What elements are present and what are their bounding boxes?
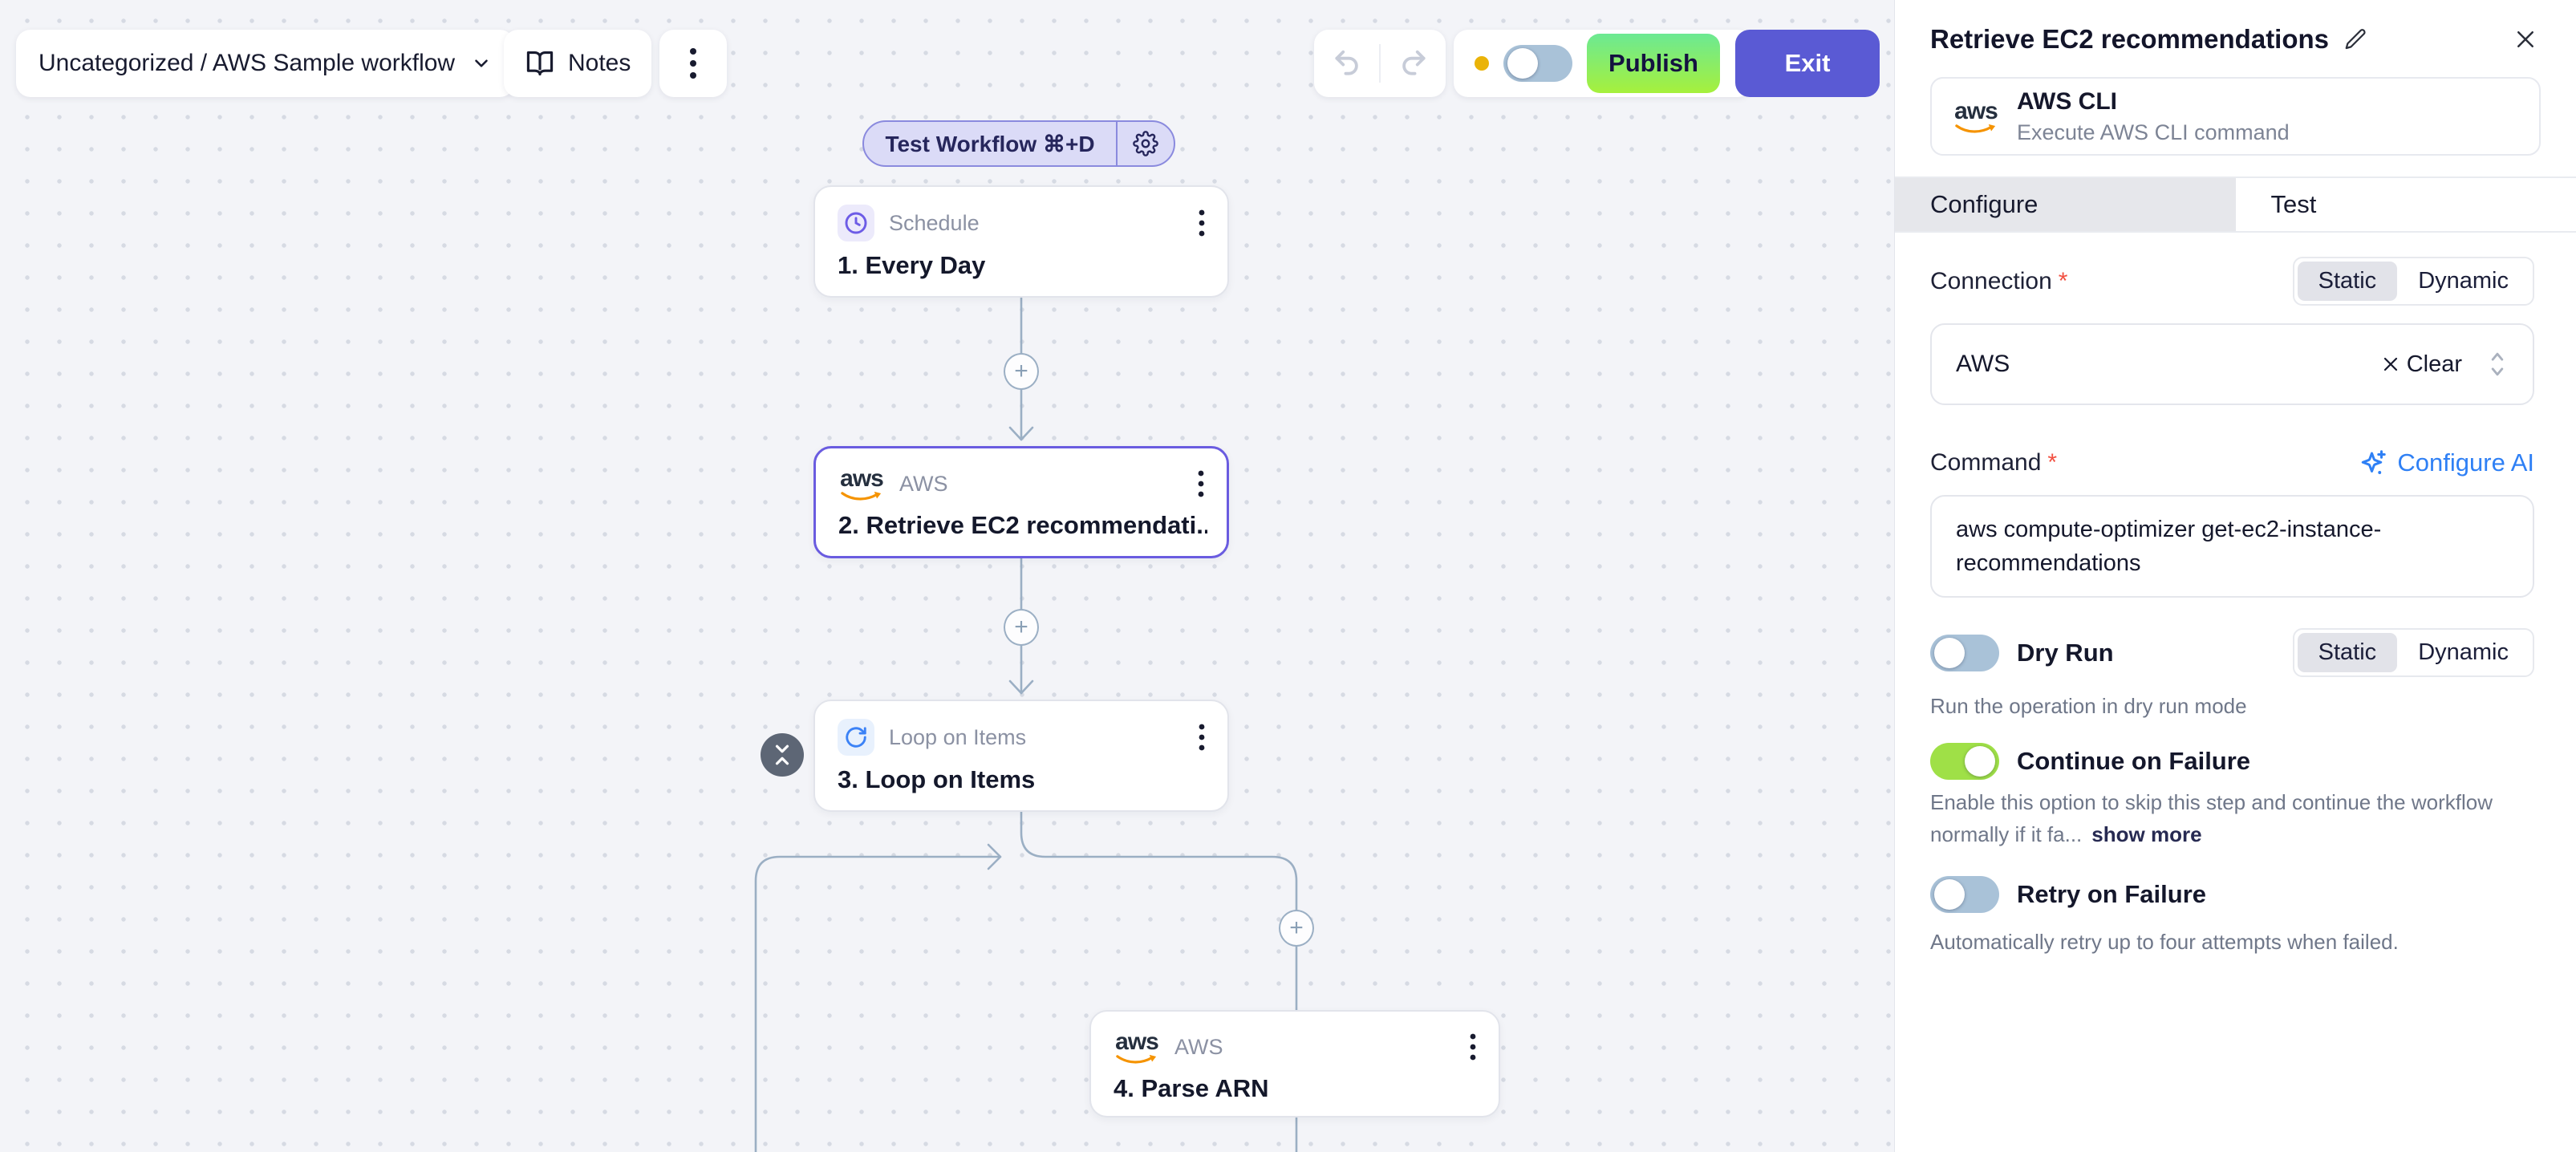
command-input[interactable]: aws compute-optimizer get-ec2-instance-r… bbox=[1930, 495, 2534, 598]
toggle-knob bbox=[1934, 637, 1965, 668]
gear-icon bbox=[1133, 131, 1158, 156]
connection-label: Connection bbox=[1930, 267, 2052, 294]
node-title: 2. Retrieve EC2 recommendati... bbox=[838, 511, 1207, 539]
node-menu-button[interactable] bbox=[1466, 1029, 1479, 1065]
retry-on-failure-toggle[interactable] bbox=[1930, 876, 1999, 913]
book-icon bbox=[526, 51, 554, 76]
flow-enabled-toggle[interactable] bbox=[1503, 45, 1572, 82]
workflow-edges bbox=[754, 296, 1298, 1152]
node-app-label: AWS bbox=[899, 471, 948, 496]
continue-on-failure-description: Enable this option to skip this step and… bbox=[1930, 790, 2493, 846]
panel-tabs: Configure Test bbox=[1895, 176, 2576, 233]
add-step-button[interactable]: + bbox=[1004, 609, 1039, 646]
add-step-button[interactable]: + bbox=[1279, 910, 1314, 947]
node-menu-button[interactable] bbox=[1195, 466, 1207, 501]
node-title: 1. Every Day bbox=[838, 251, 986, 279]
dry-run-label: Dry Run bbox=[2017, 638, 2114, 667]
loop-icon bbox=[838, 719, 874, 756]
test-workflow-button[interactable]: Test Workflow ⌘+D bbox=[862, 120, 1175, 167]
workflow-node-loop[interactable]: Loop on Items 3. Loop on Items bbox=[813, 700, 1229, 812]
close-panel-button[interactable] bbox=[2510, 24, 2541, 55]
required-mark: * bbox=[2047, 449, 2058, 476]
toggle-knob bbox=[1965, 746, 1995, 777]
connection-select[interactable]: AWS Clear bbox=[1930, 323, 2534, 405]
node-app-label: Schedule bbox=[889, 210, 980, 235]
add-step-button[interactable]: + bbox=[1004, 353, 1039, 390]
node-title: 3. Loop on Items bbox=[838, 765, 1036, 793]
pencil-icon bbox=[2345, 29, 2366, 50]
static-option[interactable]: Static bbox=[2297, 262, 2398, 301]
piece-description: Execute AWS CLI command bbox=[2017, 120, 2290, 144]
node-title: 4. Parse ARN bbox=[1114, 1074, 1269, 1102]
dry-run-mode-switch: Static Dynamic bbox=[2292, 628, 2534, 677]
tab-configure[interactable]: Configure bbox=[1895, 178, 2236, 231]
collapse-loop-button[interactable] bbox=[761, 733, 804, 777]
collapse-icon bbox=[775, 744, 789, 765]
piece-name: AWS CLI bbox=[2017, 87, 2117, 115]
connection-value: AWS bbox=[1956, 351, 2010, 377]
workflow-node-parse-arn[interactable]: aws AWS 4. Parse ARN bbox=[1089, 1010, 1500, 1118]
publish-group: Publish bbox=[1454, 30, 1752, 97]
rename-step-button[interactable] bbox=[2343, 27, 2367, 51]
retry-on-failure-label: Retry on Failure bbox=[2017, 880, 2206, 908]
step-settings-panel: Retrieve EC2 recommendations aws AWS CLI… bbox=[1894, 0, 2576, 1152]
connection-mode-switch: Static Dynamic bbox=[2292, 257, 2534, 306]
history-controls bbox=[1314, 30, 1446, 97]
notes-button[interactable]: Notes bbox=[504, 30, 652, 97]
undo-icon bbox=[1334, 50, 1358, 75]
breadcrumb[interactable]: Uncategorized / AWS Sample workflow bbox=[16, 30, 515, 97]
x-icon bbox=[2383, 357, 2397, 371]
chevron-down-icon bbox=[475, 59, 488, 67]
test-workflow-label: Test Workflow ⌘+D bbox=[885, 131, 1095, 156]
divider bbox=[1379, 44, 1381, 83]
tab-test[interactable]: Test bbox=[2270, 190, 2317, 218]
node-app-label: Loop on Items bbox=[889, 724, 1027, 749]
show-more-link[interactable]: show more bbox=[2091, 822, 2202, 846]
breadcrumb-label: Uncategorized / AWS Sample workflow bbox=[39, 50, 456, 76]
undo-button[interactable] bbox=[1314, 30, 1379, 97]
aws-logo-icon: aws bbox=[1953, 99, 1999, 134]
aws-logo-icon: aws bbox=[1114, 1029, 1160, 1065]
redo-button[interactable] bbox=[1381, 30, 1446, 97]
publish-button[interactable]: Publish bbox=[1587, 34, 1720, 93]
chevron-up-down-icon bbox=[2486, 347, 2509, 381]
kebab-menu-icon bbox=[1470, 1033, 1476, 1061]
more-options-button[interactable] bbox=[659, 30, 727, 97]
dynamic-option[interactable]: Dynamic bbox=[2418, 639, 2509, 665]
exit-button[interactable]: Exit bbox=[1735, 30, 1880, 97]
toggle-knob bbox=[1934, 879, 1965, 910]
node-menu-button[interactable] bbox=[1195, 205, 1208, 241]
continue-on-failure-toggle[interactable] bbox=[1930, 743, 1999, 780]
piece-info-card: aws AWS CLI Execute AWS CLI command bbox=[1930, 77, 2541, 156]
kebab-menu-icon bbox=[1199, 209, 1205, 237]
clock-icon bbox=[838, 205, 874, 241]
clear-connection-button[interactable]: Clear bbox=[2381, 351, 2462, 378]
unsaved-changes-dot bbox=[1475, 56, 1489, 71]
notes-label: Notes bbox=[568, 50, 631, 76]
workflow-node-retrieve-ec2[interactable]: aws AWS 2. Retrieve EC2 recommendati... bbox=[813, 446, 1229, 558]
toggle-knob bbox=[1507, 48, 1538, 79]
dry-run-toggle[interactable] bbox=[1930, 634, 1999, 671]
continue-on-failure-label: Continue on Failure bbox=[2017, 747, 2251, 775]
kebab-menu-icon bbox=[1198, 470, 1204, 497]
aws-logo-icon: aws bbox=[838, 466, 885, 501]
workflow-node-schedule[interactable]: Schedule 1. Every Day bbox=[813, 185, 1229, 298]
workflow-canvas[interactable]: Uncategorized / AWS Sample workflow Note… bbox=[0, 0, 1894, 1152]
test-settings-button[interactable] bbox=[1116, 122, 1174, 165]
required-mark: * bbox=[2058, 267, 2068, 294]
dry-run-caption: Run the operation in dry run mode bbox=[1930, 694, 2247, 718]
command-label: Command bbox=[1930, 449, 2042, 476]
redo-icon bbox=[1402, 50, 1426, 75]
configure-ai-button[interactable]: Configure AI bbox=[2359, 448, 2534, 477]
kebab-menu-icon bbox=[690, 48, 696, 79]
node-menu-button[interactable] bbox=[1195, 720, 1208, 755]
close-icon bbox=[2517, 31, 2533, 47]
node-app-label: AWS bbox=[1174, 1034, 1223, 1059]
panel-title: Retrieve EC2 recommendations bbox=[1930, 24, 2330, 54]
dynamic-option[interactable]: Dynamic bbox=[2418, 268, 2509, 294]
kebab-menu-icon bbox=[1199, 724, 1205, 751]
sparkles-icon bbox=[2362, 450, 2387, 474]
static-option[interactable]: Static bbox=[2297, 633, 2398, 672]
retry-caption: Automatically retry up to four attempts … bbox=[1930, 930, 2399, 954]
